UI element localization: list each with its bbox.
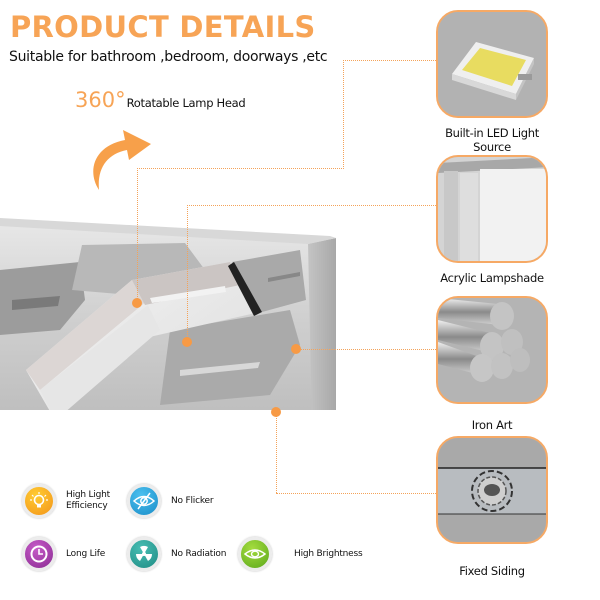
eye-crossed-icon [127,484,161,518]
acrylic-panel-icon [436,155,548,263]
feature-acrylic: Acrylic Lampshade [434,155,562,285]
callout-dot-led [132,298,142,308]
badge-high-brightness: High Brightness [238,537,363,571]
led-chip-icon [436,10,548,118]
callout-dot-iron [291,344,301,354]
page-subtitle: Suitable for bathroom ,bedroom, doorways… [9,49,328,65]
connector-led [343,60,344,169]
badge-no-flicker: No Flicker [127,484,214,518]
connector-siding [276,493,436,494]
iron-rods-icon [436,296,548,404]
badge-no-radiation: No Radiation [127,537,226,571]
badge-label: High Brightness [294,548,363,559]
feature-label: Iron Art [471,418,513,432]
connector-iron [296,349,436,350]
badge-label: No Flicker [171,495,214,506]
rotation-label: Rotatable Lamp Head [126,96,246,110]
connector-led [137,168,138,303]
feature-label: Fixed Siding [459,564,525,578]
lamp-illustration [0,218,336,410]
feature-siding: Fixed Siding [434,436,562,578]
feature-led: Built-in LED Light Source [434,10,562,154]
badge-high-light-efficiency: High Light Efficiency [22,484,110,518]
feature-iron: Iron Art [434,296,562,432]
feature-label: Built-in LED Light Source [445,126,539,154]
curved-arrow-icon [93,130,151,190]
badge-label: Long Life [66,548,106,559]
connector-led [137,168,344,169]
badge-long-life: Long Life [22,537,105,571]
radiation-icon [127,537,161,571]
page-title: PRODUCT DETAILS [10,10,316,44]
rotation-callout: 360° Rotatable Lamp Head [75,88,246,112]
clock-icon [22,537,56,571]
connector-acrylic [187,205,188,342]
callout-dot-siding [271,407,281,417]
badge-label: High Light Efficiency [66,490,111,511]
screw-mount-icon [436,436,548,544]
callout-dot-acrylic [182,337,192,347]
connector-led [343,60,436,61]
lightbulb-icon [22,484,56,518]
connector-acrylic [187,205,436,206]
rotation-degrees: 360° [75,88,126,112]
connector-siding [276,412,277,493]
feature-label: Acrylic Lampshade [440,271,544,285]
eye-icon [238,537,272,571]
badge-label: No Radiation [171,548,227,559]
